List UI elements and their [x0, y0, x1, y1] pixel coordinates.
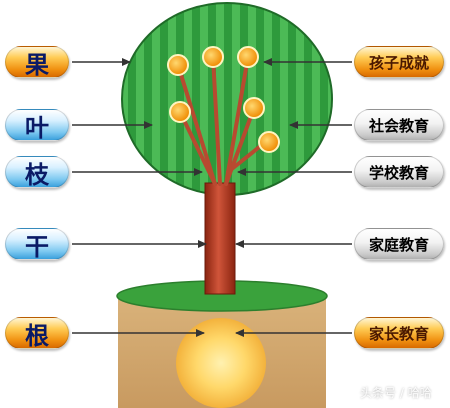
tree-trunk: [204, 182, 236, 295]
fruit: [237, 46, 259, 68]
label-branch: 枝: [5, 156, 69, 189]
watermark: 头条号 / 哈哈: [360, 386, 432, 400]
label-family-education: 家庭教育: [354, 228, 444, 260]
fruit: [169, 101, 191, 123]
root-glow: [176, 318, 266, 408]
fruit: [258, 131, 280, 153]
right-arrows: [235, 58, 352, 337]
label-school-education: 学校教育: [354, 156, 444, 188]
tree-branches: [176, 55, 270, 186]
left-arrows: [72, 58, 207, 337]
label-child-achievement: 孩子成就: [354, 46, 444, 78]
fruits: [167, 46, 280, 153]
fruit: [202, 46, 224, 68]
fruit: [167, 54, 189, 76]
label-trunk: 干: [5, 228, 69, 261]
tree-canopy: [121, 2, 333, 196]
label-fruit: 果: [5, 46, 69, 79]
label-parent-education: 家长教育: [354, 317, 444, 349]
fruit: [243, 97, 265, 119]
label-root: 根: [5, 317, 69, 350]
label-leaf: 叶: [5, 109, 69, 142]
label-social-education: 社会教育: [354, 109, 444, 141]
